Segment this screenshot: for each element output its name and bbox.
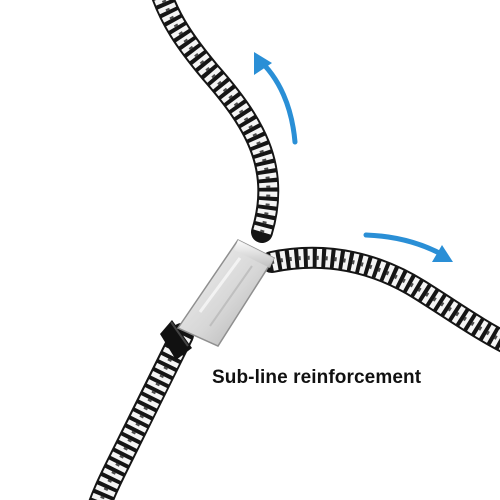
right-cable [261, 246, 500, 353]
upper-cable [151, 0, 280, 243]
connector-collar [160, 320, 192, 360]
curved-arrow-icon [363, 232, 453, 262]
curved-arrow-icon [254, 52, 298, 145]
lower-cable [88, 323, 194, 500]
metal-splitter-connector [176, 239, 276, 347]
caption-label: Sub-line reinforcement [212, 367, 422, 388]
